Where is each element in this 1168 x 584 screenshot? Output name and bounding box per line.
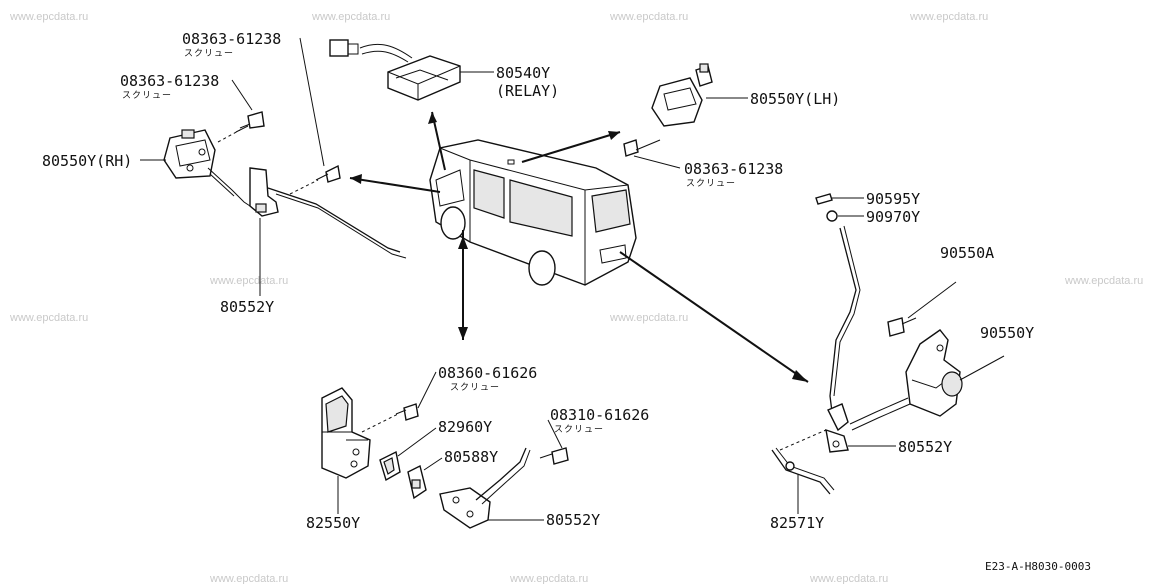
label-actuator-rh: 80550Y(RH) — [42, 152, 132, 170]
diagram-code: E23-A-H8030-0003 — [985, 560, 1091, 573]
label-screw-top1-sub: スクリュー — [184, 48, 234, 59]
pointer-arrows — [349, 111, 809, 383]
label-screw-bottom2: 08310-61626 — [550, 406, 649, 424]
bolt-90550a — [887, 281, 957, 337]
watermark: www.epcdata.ru — [209, 275, 288, 287]
label-gasket: 82960Y — [438, 418, 492, 436]
watermark: www.epcdata.ru — [809, 573, 888, 584]
actuator-80550y-rh — [140, 129, 251, 207]
label-bolt-90595: 90595Y — [866, 190, 920, 208]
watermark: www.epcdata.ru — [9, 11, 88, 23]
bracket-80588y — [407, 457, 443, 500]
label-bolt-90550a: 90550A — [940, 244, 994, 262]
label-actuator-slide: 82550Y — [306, 514, 360, 532]
watermarks: www.epcdata.ru www.epcdata.ru www.epcdat… — [9, 11, 1143, 584]
gasket-82960y — [379, 427, 437, 482]
watermark: www.epcdata.ru — [609, 11, 688, 23]
label-screw-bottom1-sub: スクリュー — [450, 382, 500, 393]
rod-82571y-long — [829, 225, 861, 413]
watermark: www.epcdata.ru — [9, 312, 88, 324]
label-screw-top2-sub: スクリュー — [122, 90, 172, 101]
label-actuator-lh: 80550Y(LH) — [750, 90, 840, 108]
label-rod-back: 80552Y — [898, 438, 952, 456]
label-washer-90970: 90970Y — [866, 208, 920, 226]
label-rod-82571: 82571Y — [770, 514, 824, 532]
watermark: www.epcdata.ru — [311, 11, 390, 23]
watermark: www.epcdata.ru — [509, 573, 588, 584]
relay-80540y — [329, 39, 494, 101]
label-relay: 80540Y — [496, 64, 550, 82]
screw-bottom-right — [539, 419, 569, 465]
rod-80552y-left — [249, 167, 407, 296]
label-screw-right-sub: スクリュー — [686, 178, 736, 189]
watermark: www.epcdata.ru — [1064, 275, 1143, 287]
watermark: www.epcdata.ru — [909, 11, 988, 23]
label-relay-sub: (RELAY) — [496, 82, 559, 100]
rod-80552y-bottom — [439, 447, 544, 529]
van-illustration — [429, 139, 637, 286]
washer-90970y — [826, 210, 864, 222]
watermark: www.epcdata.ru — [609, 312, 688, 324]
label-rod-left: 80552Y — [220, 298, 274, 316]
label-screw-top2: 08363-61238 — [120, 72, 219, 90]
rod-82571y — [771, 447, 835, 514]
actuator-90550y — [849, 329, 1005, 431]
rod-80552y-back — [779, 403, 896, 453]
screw-top-left — [217, 79, 265, 143]
watermark: www.epcdata.ru — [209, 573, 288, 584]
label-rod-bottom: 80552Y — [546, 511, 600, 529]
bolt-90595y — [815, 193, 864, 205]
screw-top-mid — [289, 37, 341, 195]
label-screw-bottom1: 08360-61626 — [438, 364, 537, 382]
label-screw-right: 08363-61238 — [684, 160, 783, 178]
actuator-80550y-lh — [651, 63, 748, 127]
label-bracket: 80588Y — [444, 448, 498, 466]
screw-right-upper — [623, 139, 681, 169]
screw-bottom-upper — [361, 371, 437, 433]
label-screw-bottom2-sub: スクリュー — [554, 424, 604, 435]
actuator-82550y — [321, 387, 371, 514]
label-screw-top1: 08363-61238 — [182, 30, 281, 48]
part-labels: 08363-61238 スクリュー 08363-61238 スクリュー 8055… — [42, 30, 1091, 573]
label-actuator-90550y: 90550Y — [980, 324, 1034, 342]
